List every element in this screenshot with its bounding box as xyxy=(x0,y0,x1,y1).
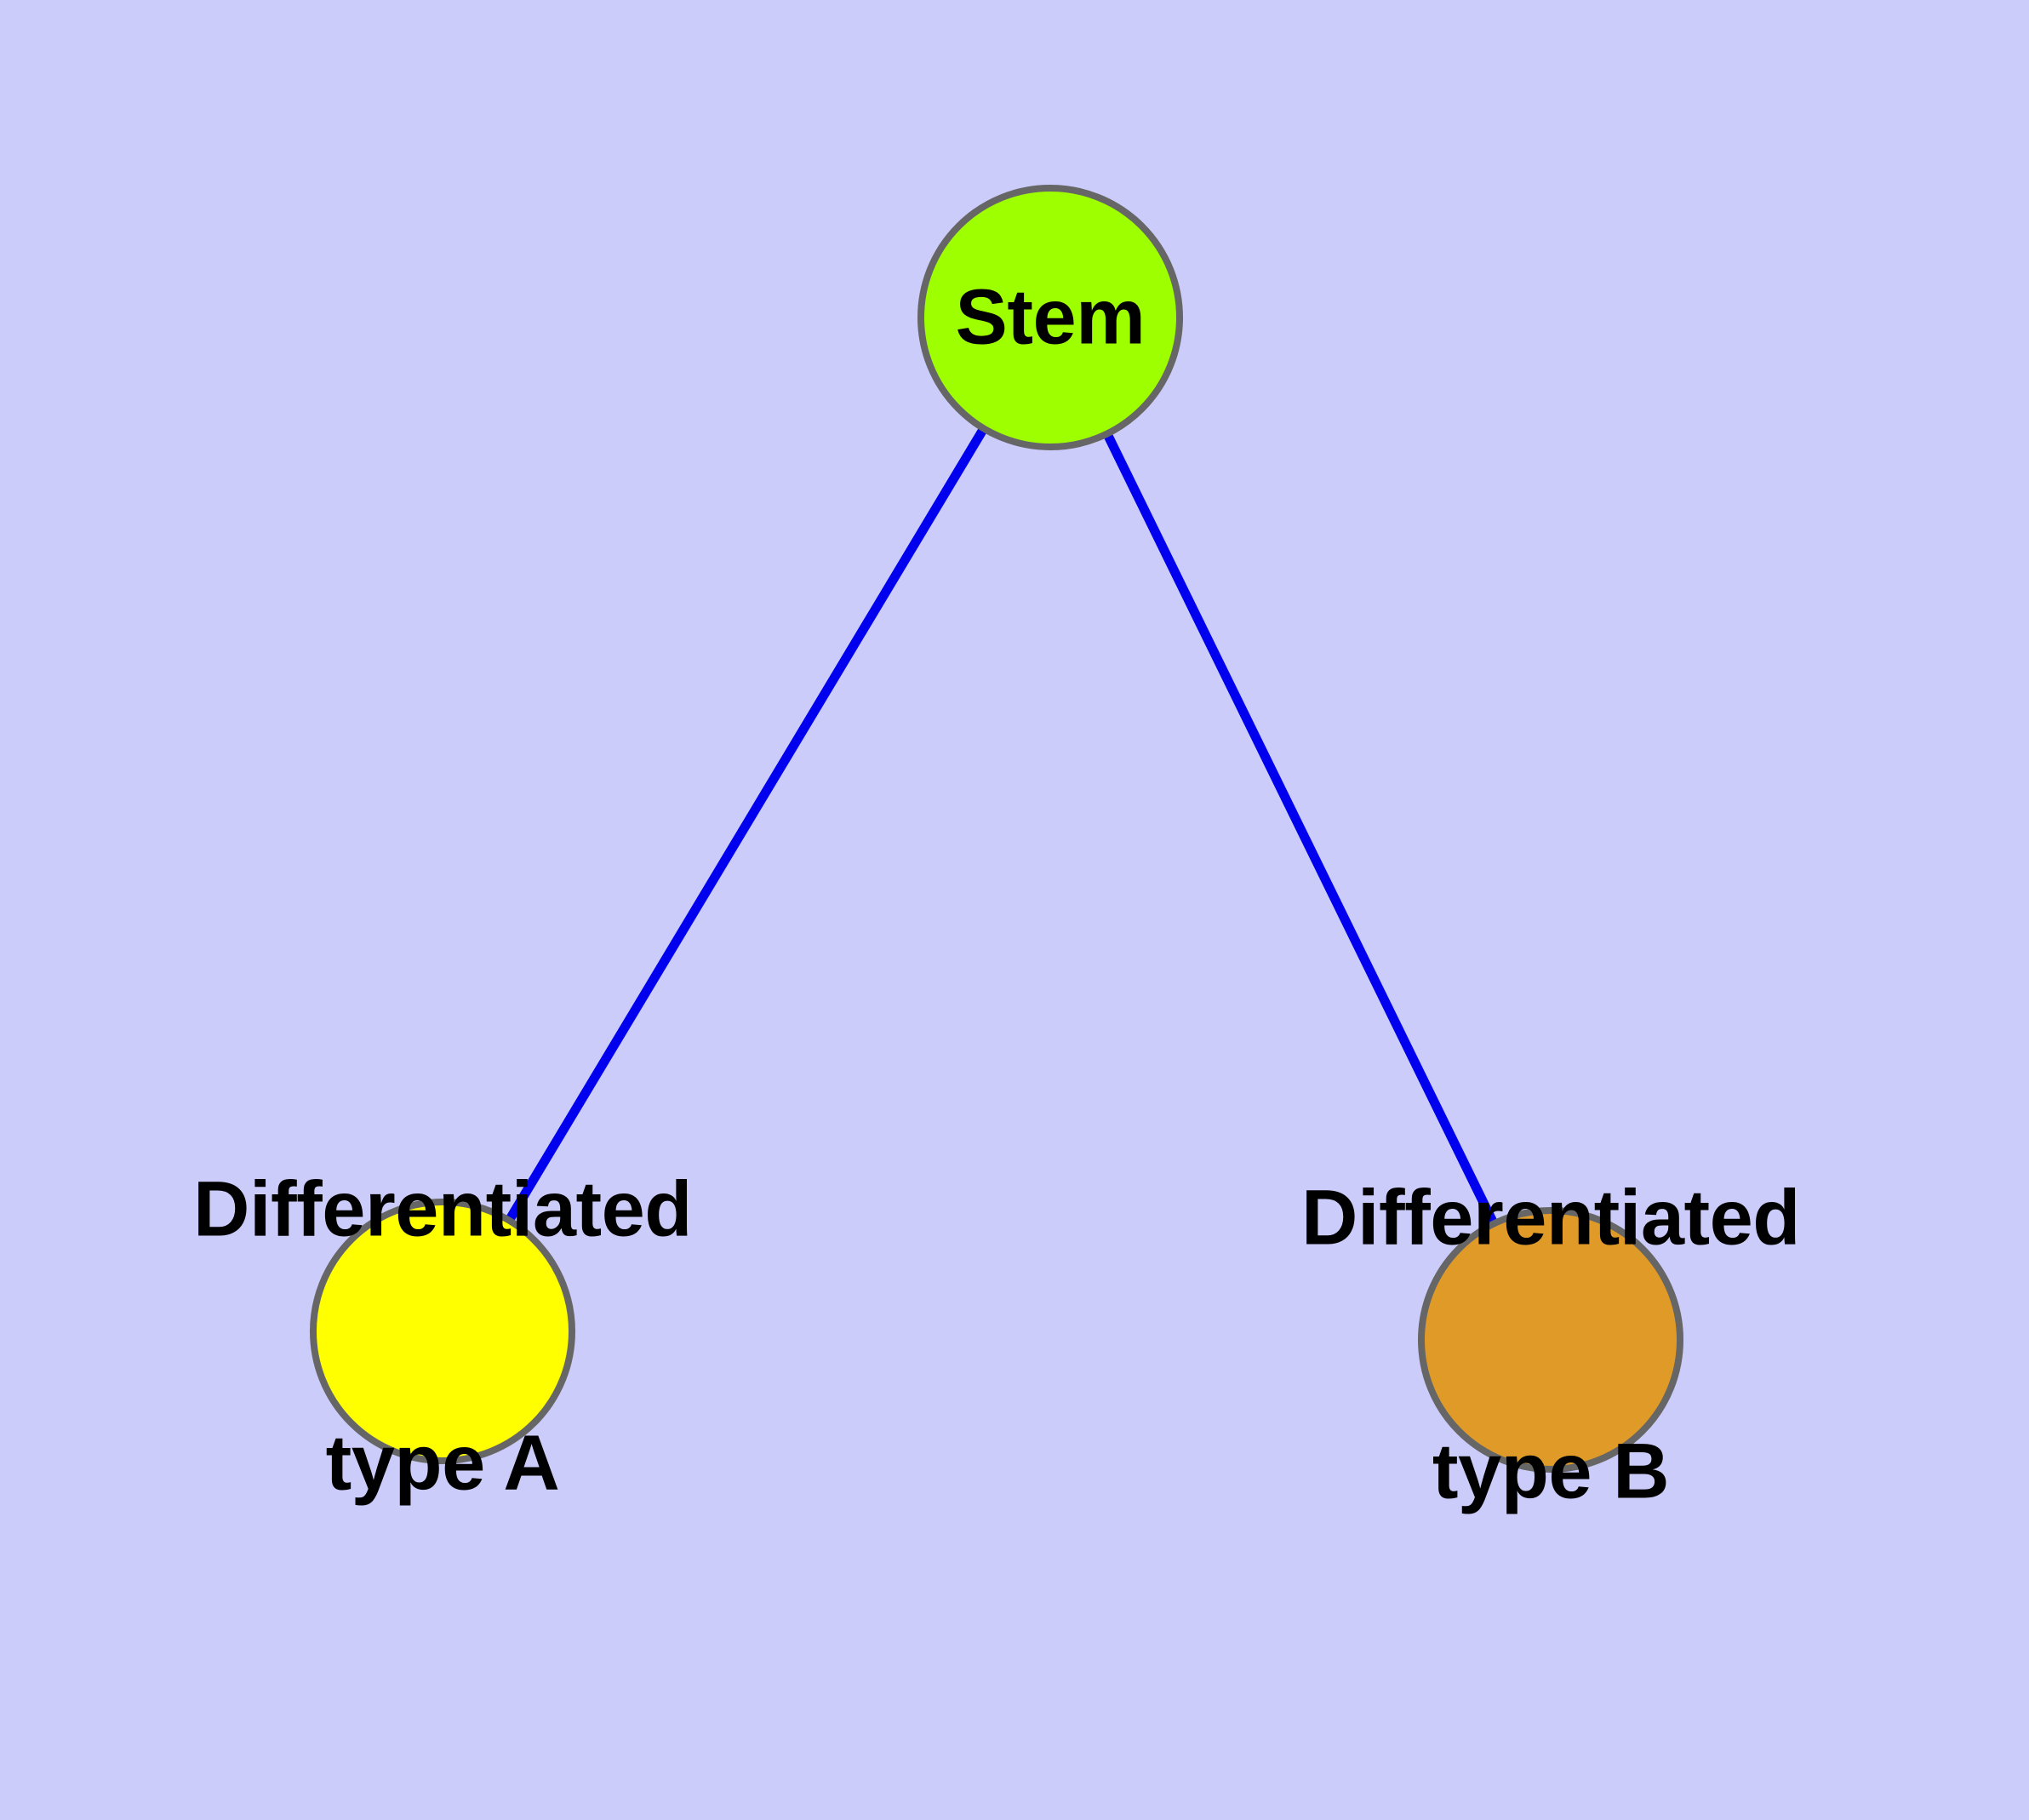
edge-stem-to-diff-b[interactable] xyxy=(1046,315,1555,1342)
node-layer xyxy=(310,185,1683,1473)
node-circle-stem[interactable] xyxy=(917,185,1183,450)
edge-stem-to-diff-a[interactable] xyxy=(438,315,1055,1334)
node-circle-diff-b[interactable] xyxy=(1418,1207,1683,1473)
edge-layer xyxy=(438,315,1555,1342)
node-circle-diff-a[interactable] xyxy=(310,1199,575,1464)
